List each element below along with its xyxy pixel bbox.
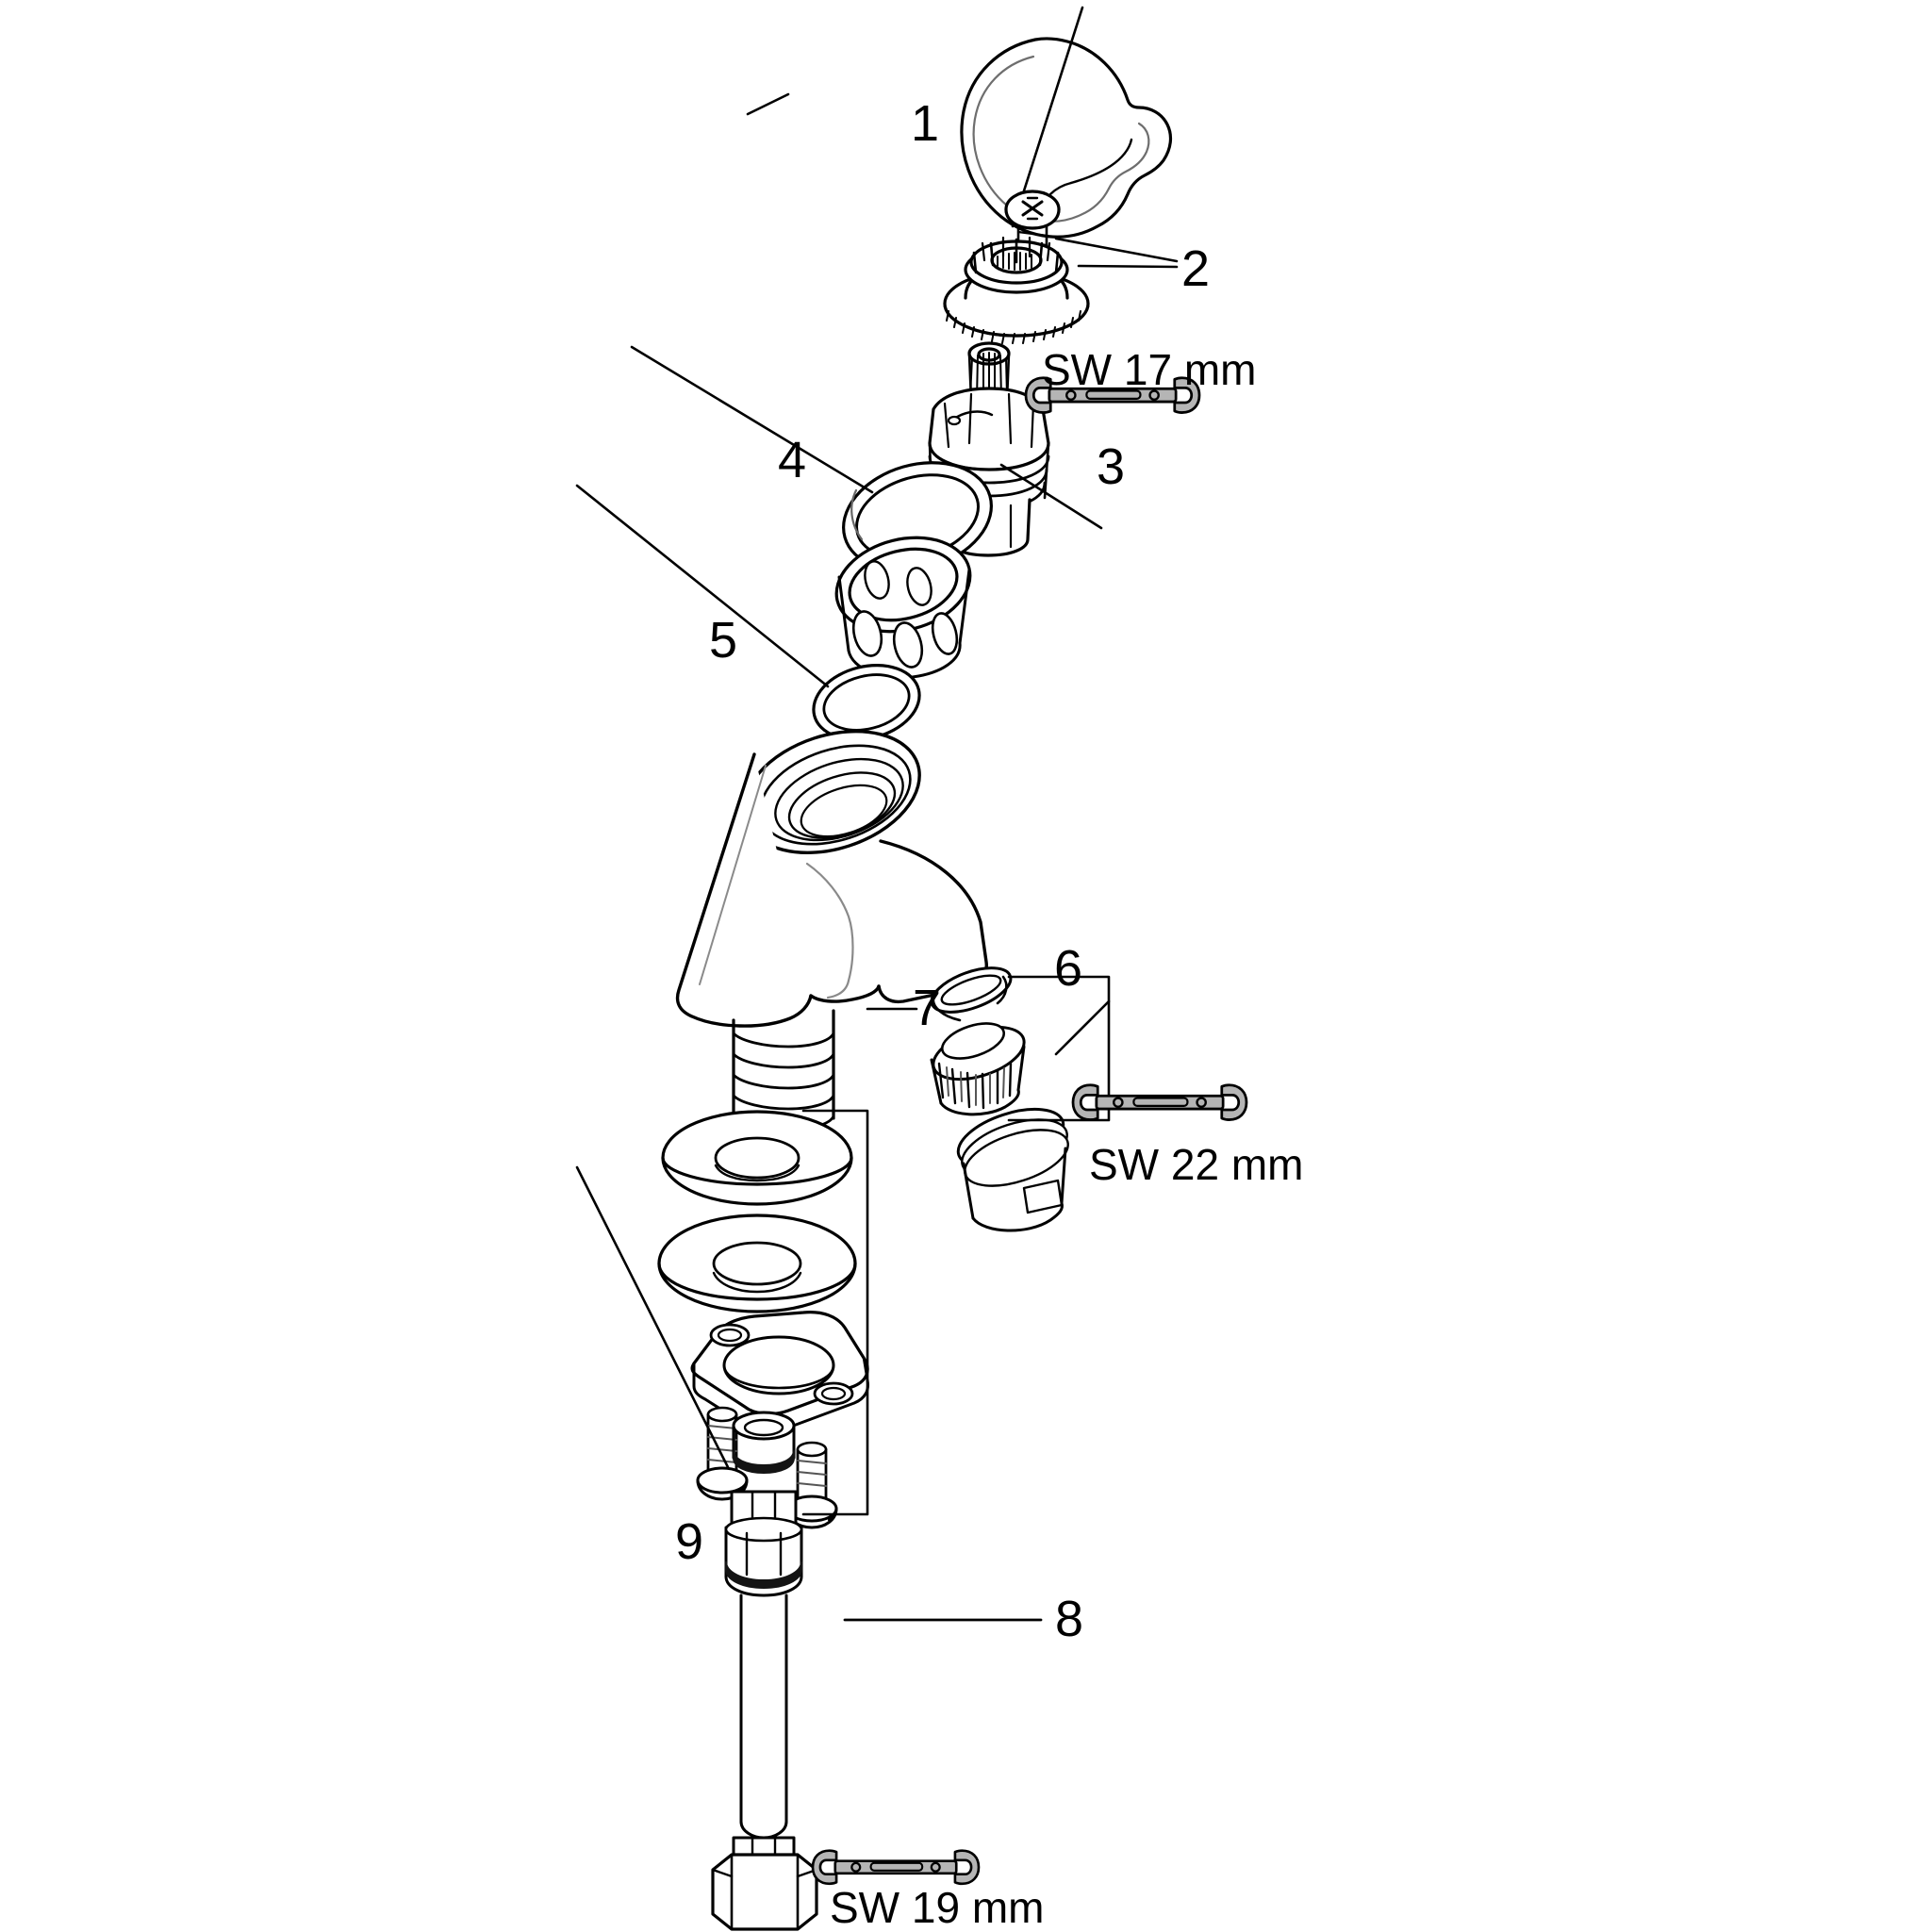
callout-9-leader	[575, 1165, 730, 1469]
tool-wrenches	[811, 376, 1248, 1886]
callout-number-8: 8	[1055, 1591, 1084, 1647]
callout-number-4: 4	[778, 432, 807, 488]
callout-number-6: 6	[1054, 940, 1083, 997]
tool-label-sw-17: SW 17 mm	[1042, 345, 1257, 394]
faucet-body	[675, 729, 988, 1131]
seal-rings	[725, 1449, 802, 1590]
part-8-flexible-supply-hose	[711, 1490, 1043, 1931]
callout-number-3: 3	[1097, 438, 1126, 495]
part-6-aerator-assembly	[930, 966, 1111, 1232]
part-4-slotted-bushing	[834, 536, 972, 680]
part-5-lower-o-ring	[575, 484, 921, 741]
wrench-sw19-icon	[811, 1849, 981, 1886]
wrench-sw17-icon	[1024, 376, 1201, 414]
callout-number-5: 5	[709, 612, 738, 669]
callout-number-7: 7	[913, 980, 942, 1036]
tool-label-sw-19: SW 19 mm	[830, 1883, 1045, 1932]
part-2-set-screw-and-adapter	[943, 190, 1179, 344]
part-7-mounting-hardware	[657, 1007, 918, 1529]
callout-number-9: 9	[675, 1513, 704, 1570]
part-9-hose-connector	[732, 1411, 796, 1469]
tool-label-sw-22: SW 22 mm	[1089, 1140, 1304, 1189]
part-1-lever-handle	[746, 6, 1173, 239]
callout-number-1: 1	[911, 95, 940, 152]
wrench-sw22-icon	[1071, 1083, 1248, 1121]
callout-number-2: 2	[1181, 240, 1211, 297]
